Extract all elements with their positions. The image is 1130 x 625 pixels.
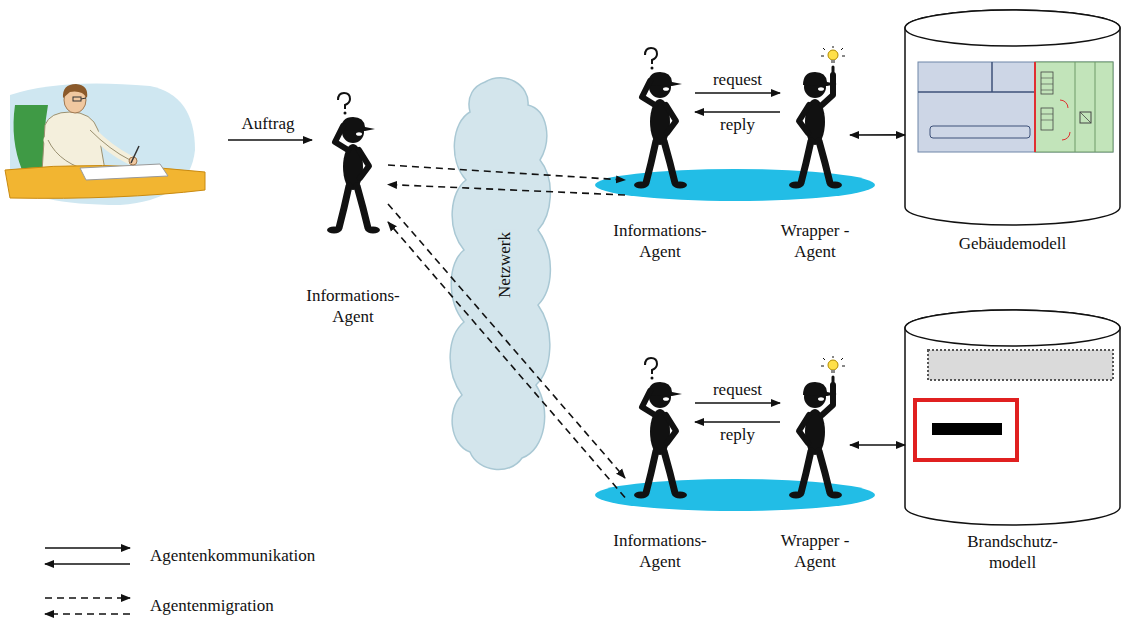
agent-figures	[327, 46, 845, 499]
network-cloud	[450, 78, 550, 470]
floor-plan	[1080, 112, 1091, 123]
office-worker	[5, 83, 205, 205]
network-cloud: Netzwerk	[455, 80, 555, 470]
floor-plan	[1041, 108, 1053, 130]
agent-figures	[789, 356, 845, 499]
database-cylinder	[905, 310, 1120, 525]
legend-label: Agentenkommunikation	[150, 546, 315, 566]
floor-plan	[991, 62, 993, 92]
floor-plan	[1034, 62, 1036, 152]
agent-node: Wrapper - Agent	[780, 355, 850, 505]
floor-plan	[1041, 84, 1053, 85]
floor-plan	[1080, 112, 1091, 123]
database-cylinder	[905, 310, 1120, 525]
floor-plan	[1095, 62, 1096, 152]
migration-arrow	[388, 185, 625, 196]
floor-plan	[1041, 114, 1053, 115]
floor-plan	[1075, 62, 1076, 152]
floor-plan	[1035, 62, 1113, 152]
node-label: Wrapper - Agent	[775, 220, 855, 263]
communication-arrow	[695, 402, 780, 404]
office-worker	[90, 130, 130, 160]
communication-arrow	[850, 134, 905, 136]
agent-figures	[327, 93, 380, 234]
office-worker	[42, 112, 105, 172]
legend-arrow	[45, 547, 130, 549]
floor-plan	[918, 62, 1113, 152]
floor-plan	[1062, 132, 1070, 140]
database-cylinder	[905, 10, 1120, 225]
office-worker	[90, 130, 130, 160]
network-label: Netzwerk	[493, 229, 516, 301]
task-label: Auftrag	[242, 114, 295, 134]
database-cylinder: Gebäudemodell	[905, 10, 1120, 225]
database-cylinder	[905, 10, 1120, 46]
migration-arrow	[388, 204, 625, 478]
edge-label: reply	[720, 425, 755, 445]
office-worker	[73, 97, 81, 101]
edge-label: request	[713, 70, 762, 90]
fire-protection-model	[928, 350, 1113, 380]
database-cylinder	[905, 10, 1120, 225]
floor-plan	[1041, 78, 1053, 79]
node-label: Informations- Agent	[601, 220, 719, 263]
legend-samples	[45, 548, 130, 614]
floor-plan	[930, 126, 1030, 138]
node-label: Informations- Agent	[601, 530, 719, 573]
legend-sample	[45, 598, 130, 614]
task-arrow	[228, 139, 312, 141]
communication-arrow	[695, 92, 780, 94]
legend-sample	[45, 548, 130, 564]
agent-figures	[634, 48, 687, 189]
legend-arrow	[45, 563, 130, 565]
connectors	[388, 93, 905, 498]
agent-node: Informations- Agent	[625, 355, 695, 505]
node-label: Brandschutz- modell	[957, 531, 1069, 574]
edge-label: request	[713, 380, 762, 400]
fire-protection-model	[932, 423, 1002, 435]
floor-plan	[918, 91, 1035, 93]
agent-node: Informations- Agent	[625, 45, 695, 195]
migration-arrow	[388, 222, 625, 498]
office-worker	[80, 164, 168, 180]
floor-plan	[918, 62, 1113, 152]
floor-plan	[1041, 72, 1053, 94]
floor-plan	[1041, 120, 1053, 121]
node-label: Informations- Agent	[294, 285, 412, 328]
agent-figures	[634, 358, 687, 499]
agent-node: Informations- Agent	[318, 90, 388, 240]
edge-label: reply	[720, 115, 755, 135]
node-label: Wrapper - Agent	[775, 530, 855, 573]
database-cylinder	[905, 310, 1120, 346]
office-worker	[131, 146, 139, 163]
floor-plan	[1041, 90, 1053, 91]
legend-arrow	[45, 597, 130, 599]
fire-protection-model	[915, 400, 1017, 460]
office-worker	[81, 98, 86, 99]
communication-arrow	[850, 444, 905, 446]
node-label: Gebäudemodell	[928, 233, 1098, 254]
floor-plan	[1060, 100, 1068, 108]
agent-figures	[789, 46, 845, 189]
fire-protection-model	[915, 350, 1113, 460]
legend-arrow	[45, 613, 130, 615]
communication-arrow	[695, 111, 780, 113]
database-cylinder: Brandschutz- modell	[905, 310, 1120, 525]
migration-arrow	[388, 165, 625, 180]
office-worker	[63, 84, 87, 98]
legend-label: Agentenmigration	[150, 596, 274, 616]
agent-node: Wrapper - Agent	[780, 45, 850, 195]
communication-arrow	[695, 421, 780, 423]
